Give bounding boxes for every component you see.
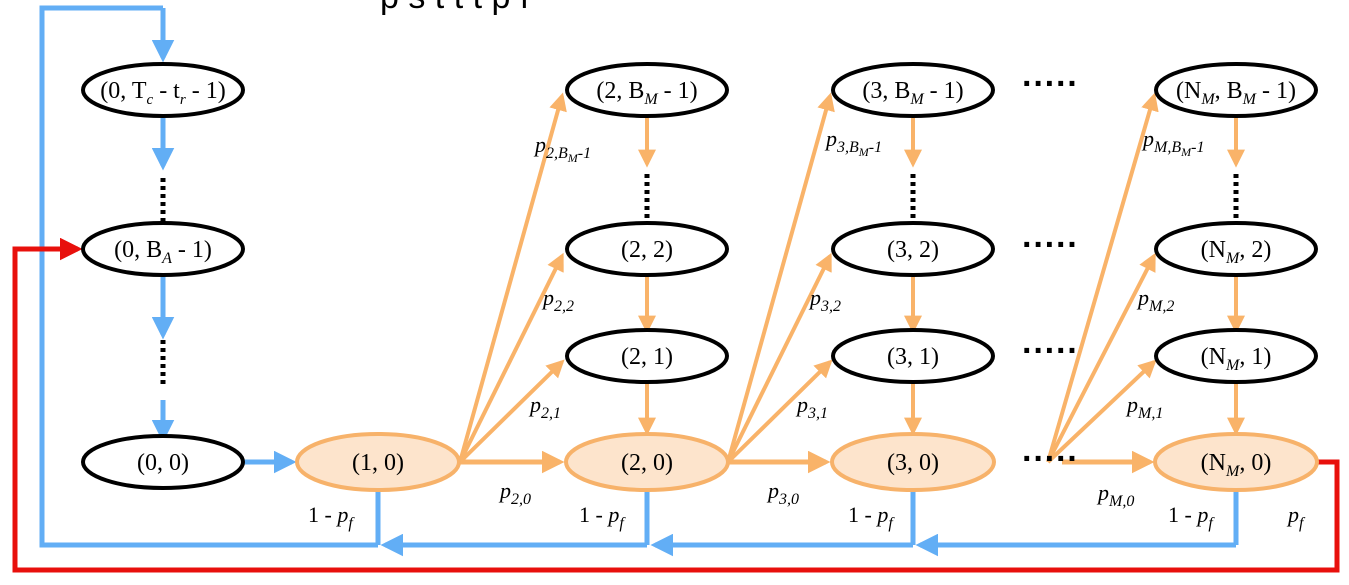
orange-fan1-2 <box>458 252 564 463</box>
label-p2-1: p2,1 <box>528 392 561 422</box>
svg-text:(2, 1): (2, 1) <box>621 344 673 370</box>
svg-text:(NM, 0): (NM, 0) <box>1201 450 1272 480</box>
node-0-mid: (0, BA - 1) <box>81 221 245 277</box>
node-3-top: (3, BM - 1) <box>831 62 995 118</box>
label-pf: pf <box>1286 502 1306 532</box>
label-p3-1: p3,1 <box>795 392 828 422</box>
label-p3-top: p3,BM-1 <box>824 126 882 159</box>
svg-text:(3, BM - 1): (3, BM - 1) <box>862 78 963 108</box>
cropped-header-text: p s t t t p f <box>380 0 530 16</box>
label-pM-2: pM,2 <box>1136 285 1174 315</box>
orange-fan1-1 <box>458 359 565 464</box>
hdots-row-1: ····· <box>1022 332 1079 370</box>
node-N-top: (NM, BM - 1) <box>1154 62 1318 118</box>
svg-text:(0, Tc - tr - 1): (0, Tc - tr - 1) <box>100 78 225 108</box>
hdots-row-top: ····· <box>1022 65 1079 103</box>
svg-text:(2, 2): (2, 2) <box>621 237 673 263</box>
label-pM-0: pM,0 <box>1096 480 1134 510</box>
orange-fan1-top <box>458 92 567 463</box>
edge-labels: p2,BM-1 p2,2 p2,1 p2,0 p3,BM-1 p3,2 p3,1… <box>308 126 1306 532</box>
label-p3-2: p3,2 <box>808 285 841 315</box>
node-2-top: (2, BM - 1) <box>565 62 729 118</box>
hdots-row-0: ····· <box>1022 440 1079 478</box>
node-1-zero: (1, 0) <box>295 432 461 492</box>
node-0-zero: (0, 0) <box>81 434 245 490</box>
label-p3-0: p3,0 <box>766 478 799 508</box>
node-N-2: (NM, 2) <box>1154 221 1318 277</box>
horizontal-dots: ····· ····· ····· ····· <box>1022 65 1079 478</box>
node-3-zero: (3, 0) <box>830 432 996 492</box>
svg-text:(3, 1): (3, 1) <box>887 344 939 370</box>
node-N-1: (NM, 1) <box>1154 328 1318 384</box>
node-0-top: (0, Tc - tr - 1) <box>81 62 245 118</box>
node-3-1: (3, 1) <box>831 328 995 384</box>
svg-text:(0, BA - 1): (0, BA - 1) <box>114 237 212 267</box>
svg-text:(3, 2): (3, 2) <box>887 237 939 263</box>
label-p2-2: p2,2 <box>541 285 574 315</box>
svg-text:(NM, 2): (NM, 2) <box>1201 237 1272 267</box>
svg-text:(3, 0): (3, 0) <box>887 450 939 476</box>
orange-fan2-top <box>726 92 835 463</box>
label-fail-1: 1 - pf <box>308 502 355 532</box>
label-pM-1: pM,1 <box>1125 392 1163 422</box>
orange-fanN-2 <box>1046 252 1156 463</box>
orange-transitions <box>458 92 1245 474</box>
label-pM-top: pM,BM-1 <box>1141 126 1204 159</box>
node-N-zero: (NM, 0) <box>1153 432 1319 492</box>
label-fail-2: 1 - pf <box>579 502 626 532</box>
hdots-row-2: ····· <box>1022 226 1079 264</box>
orange-fanN-1 <box>1046 359 1157 464</box>
orange-fan2-1 <box>726 359 833 464</box>
label-fail-3: 1 - pf <box>848 502 895 532</box>
svg-text:(NM, BM - 1): (NM, BM - 1) <box>1176 78 1296 108</box>
svg-text:(2, BM - 1): (2, BM - 1) <box>596 78 697 108</box>
label-fail-N: 1 - pf <box>1168 502 1215 532</box>
orange-fanN-top <box>1046 92 1159 463</box>
svg-text:(1, 0): (1, 0) <box>352 450 404 476</box>
blue-return-paths <box>39 5 1239 557</box>
orange-fan2-2 <box>726 252 832 463</box>
node-2-2: (2, 2) <box>565 221 729 277</box>
node-2-zero: (2, 0) <box>564 432 730 492</box>
node-2-1: (2, 1) <box>565 328 729 384</box>
node-3-2: (3, 2) <box>831 221 995 277</box>
svg-text:(0, 0): (0, 0) <box>137 450 189 476</box>
svg-text:(NM, 1): (NM, 1) <box>1201 344 1272 374</box>
blue-loop-outer <box>39 5 378 548</box>
red-restart-path <box>12 237 1340 573</box>
label-p2-0: p2,0 <box>498 478 531 508</box>
label-p2-top: p2,BM-1 <box>533 132 591 165</box>
svg-text:(2, 0): (2, 0) <box>621 450 673 476</box>
